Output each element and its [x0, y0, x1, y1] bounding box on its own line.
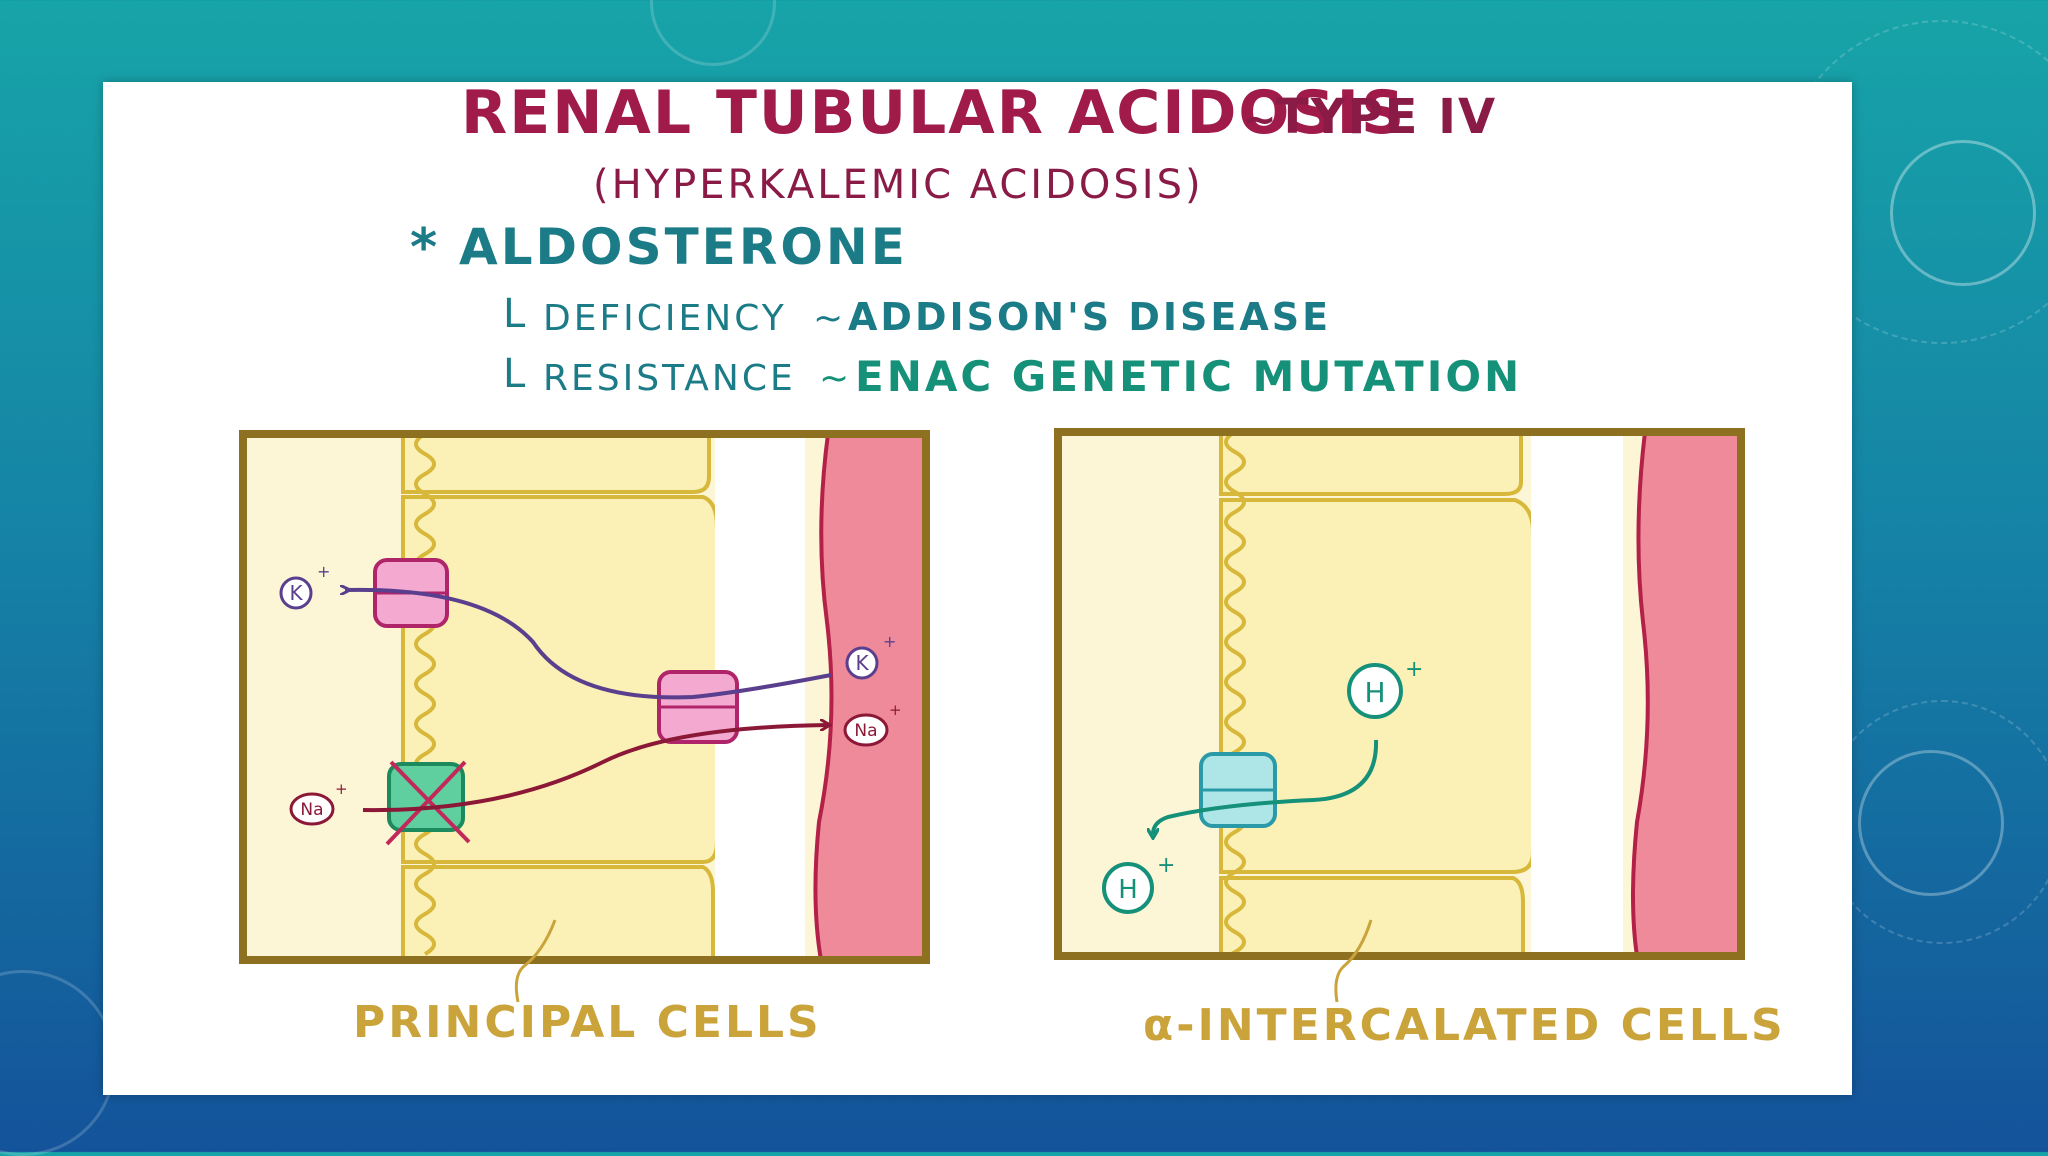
sodium-ion-lumen: Na +: [289, 780, 348, 826]
sodium-flow-arrow: [362, 725, 828, 813]
svg-text:H: H: [1118, 875, 1138, 905]
proton-flow-arrow: [1153, 739, 1379, 834]
svg-text:H: H: [1364, 676, 1385, 709]
enac-mutation-label: ENAC GENETIC MUTATION: [855, 352, 1522, 401]
title-tilde: ~: [1243, 97, 1277, 143]
aldosterone-star: *: [410, 218, 437, 278]
title-type: TYPE IV: [1276, 89, 1497, 145]
potassium-flow-arrow: [345, 590, 832, 700]
potassium-ion-blood: K +: [845, 632, 896, 680]
blocked-cross-icon: [385, 760, 467, 846]
sodium-ion-blood: Na +: [843, 701, 902, 747]
svg-text:+: +: [335, 780, 348, 798]
proton-ion-cell: H +: [1347, 657, 1423, 719]
svg-text:Na: Na: [300, 800, 323, 820]
panel-frame: [239, 430, 930, 964]
blood-vessel: [1631, 432, 1741, 956]
potassium-ion-lumen: K +: [279, 562, 330, 610]
blocked-cross-icon: [389, 760, 471, 844]
slide: RENAL TUBULAR ACIDOSIS ~ TYPE IV (HYPERK…: [103, 82, 1852, 1095]
caption-pointer: [1334, 919, 1373, 1003]
branch-marker: L: [503, 291, 526, 337]
proton-ion-lumen: H +: [1102, 853, 1175, 914]
background-ring: [1820, 700, 2048, 944]
branch-tilde: ~: [819, 358, 849, 399]
title-main: RENAL TUBULAR ACIDOSIS: [461, 82, 1406, 148]
branch-tilde: ~: [813, 298, 843, 339]
apical-membrane: [1224, 432, 1246, 956]
svg-text:+: +: [1405, 657, 1423, 682]
principal-cells-caption: PRINCIPAL CELLS: [353, 997, 822, 1048]
background-ring: [650, 0, 776, 66]
resistance-label: RESISTANCE: [543, 358, 796, 399]
addisons-disease-label: ADDISON'S DISEASE: [848, 295, 1331, 339]
svg-text:K: K: [289, 581, 303, 605]
apical-membrane: [414, 434, 436, 956]
panel-frame: [1054, 428, 1745, 960]
aldosterone-heading: ALDOSTERONE: [459, 218, 908, 276]
deficiency-label: DEFICIENCY: [543, 298, 787, 339]
page-subtitle: (HYPERKALEMIC ACIDOSIS): [593, 162, 1204, 208]
svg-text:+: +: [889, 701, 902, 719]
svg-text:+: +: [317, 562, 330, 581]
svg-text:Na: Na: [854, 721, 877, 741]
svg-text:+: +: [883, 632, 896, 651]
svg-text:K: K: [855, 651, 869, 675]
caption-pointer: [514, 919, 557, 1003]
blood-vessel: [813, 434, 926, 960]
branch-marker: L: [503, 351, 526, 397]
background-ring: [0, 970, 116, 1156]
principal-cells-panel: K + K + Na + Na +: [239, 430, 930, 964]
diagram-canvas: RENAL TUBULAR ACIDOSIS ~ TYPE IV (HYPERK…: [239, 82, 1786, 1051]
svg-text:+: +: [1157, 853, 1175, 878]
intercalated-cells-caption: α-INTERCALATED CELLS: [1143, 1000, 1786, 1051]
intercalated-cells-panel: H + H +: [1054, 428, 1745, 960]
